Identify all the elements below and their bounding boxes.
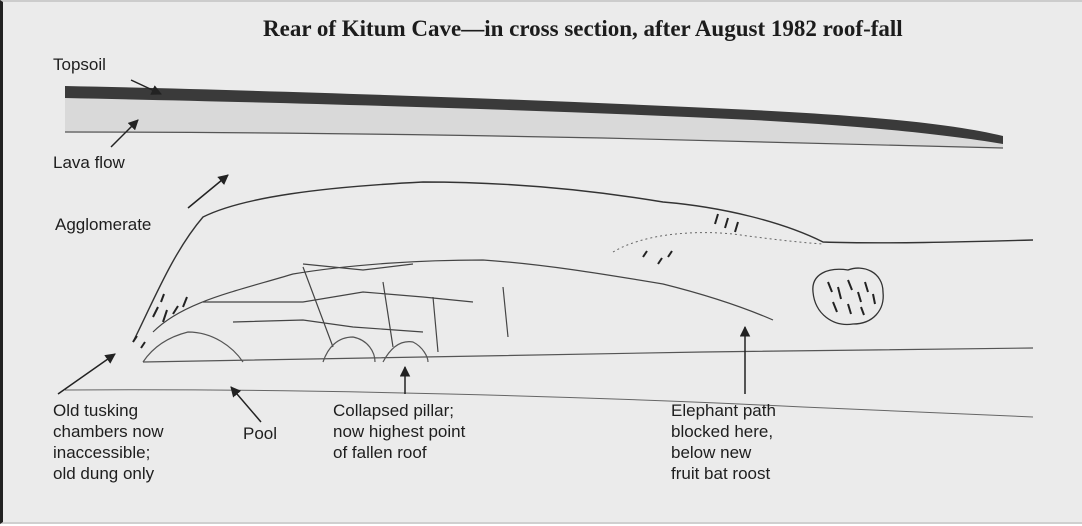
old-tusking-arrow [58,354,115,394]
diagram-title: Rear of Kitum Cave—in cross section, aft… [263,16,903,42]
agglomerate-arrow [188,175,228,208]
cave-cross-section-drawing [3,2,1082,526]
label-lava-flow: Lava flow [53,152,125,173]
ground-line [65,390,1033,417]
label-collapsed-pillar: Collapsed pillar; now highest point of f… [333,400,465,463]
label-old-tusking-chambers: Old tusking chambers now inaccessible; o… [53,400,164,484]
rock-outcrop-hatching [828,280,875,315]
fruit-bat-roost-outline [613,233,823,252]
roof-fall-slabs [153,260,773,352]
pool-arrow [231,387,261,422]
label-agglomerate: Agglomerate [55,214,151,235]
label-topsoil: Topsoil [53,54,106,75]
label-elephant-path: Elephant path blocked here, below new fr… [671,400,776,484]
label-pool: Pool [243,423,277,444]
cave-floor-line [143,348,1033,362]
agglomerate-mound-outline [133,182,1033,342]
